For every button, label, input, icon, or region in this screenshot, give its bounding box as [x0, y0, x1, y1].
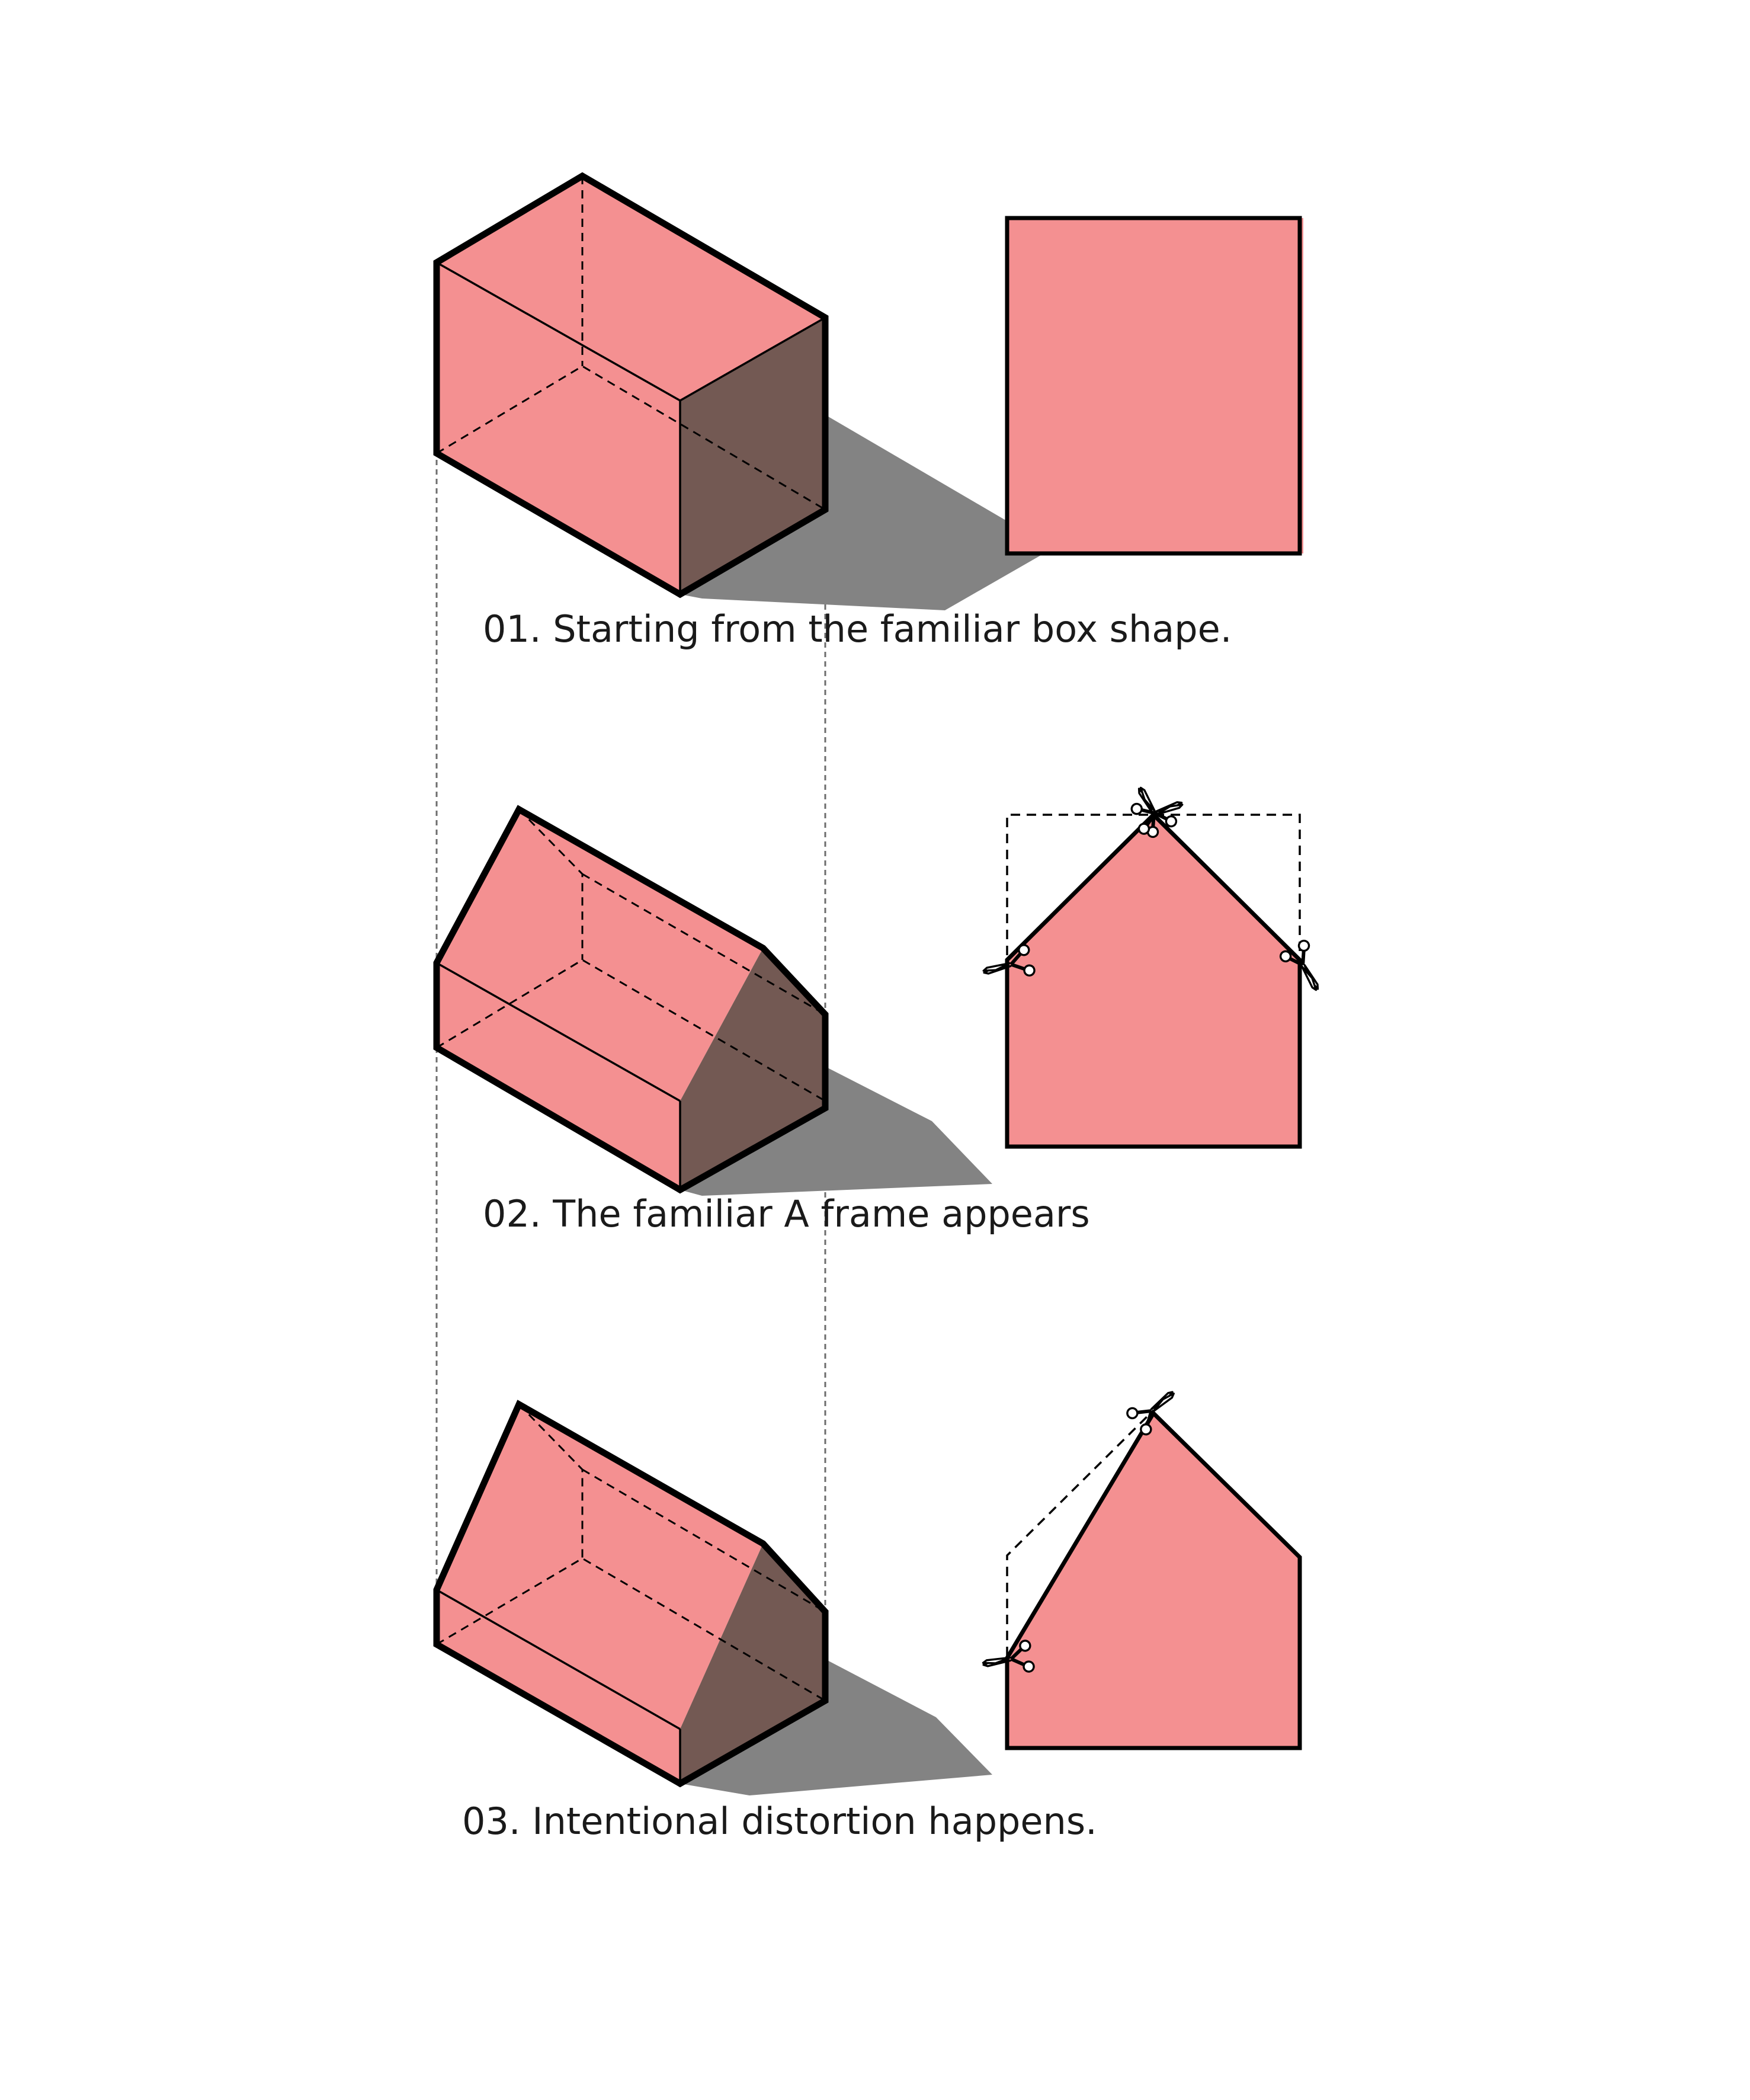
box-side-face	[680, 318, 825, 594]
gable-end-face	[680, 948, 825, 1190]
cast-shadow	[680, 1067, 992, 1196]
distorted-end-face	[680, 1544, 825, 1784]
step-03: 03. Intentional distortion happens.	[433, 1381, 1302, 1843]
distorted-roof-plane	[437, 1404, 763, 1729]
step-01-axonometric-box	[433, 172, 1053, 610]
distorted-front-wall	[437, 1590, 680, 1784]
cast-shadow	[680, 415, 1053, 610]
elevation-rectangle	[1007, 218, 1303, 553]
step-03-axonometric-distorted	[433, 1400, 992, 1795]
box-front-face	[437, 262, 680, 594]
step-03-elevation	[980, 1381, 1302, 1750]
step-02-caption: 02. The familiar A frame appears	[483, 1192, 1090, 1235]
step-02: 02. The familiar A frame appears	[433, 780, 1331, 1235]
cast-shadow	[680, 1659, 992, 1795]
step-03-caption: 03. Intentional distortion happens.	[462, 1800, 1097, 1843]
step-01-elevation	[1005, 216, 1303, 556]
step-01: 01. Starting from the familiar box shape…	[433, 172, 1303, 651]
gable-front-wall	[437, 963, 680, 1190]
box-roof-face	[437, 176, 825, 401]
step-02-axonometric-gable	[433, 805, 992, 1196]
elevation-skewed-pentagon	[1007, 1413, 1300, 1748]
elevation-pentagon	[1007, 815, 1300, 1147]
gable-roof-plane	[437, 809, 763, 1101]
step-01-caption: 01. Starting from the familiar box shape…	[483, 607, 1232, 651]
step-02-elevation	[980, 780, 1331, 1149]
